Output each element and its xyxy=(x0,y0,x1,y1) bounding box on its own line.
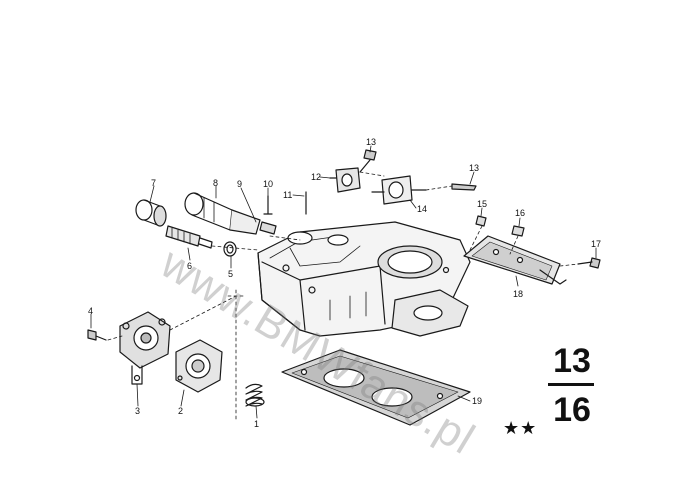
callout-2: 2 xyxy=(178,406,183,416)
group-number-top: 13 xyxy=(553,342,591,380)
callout-18: 18 xyxy=(513,289,523,299)
part-6-valve xyxy=(165,225,213,249)
part-5-ring xyxy=(223,241,237,257)
part-19-gasket xyxy=(281,349,471,426)
leader-lines xyxy=(90,145,597,419)
part-2-diaphragm xyxy=(175,339,223,393)
callout-12: 12 xyxy=(311,172,321,182)
part-12-float xyxy=(329,167,361,193)
part-8-solenoid xyxy=(184,192,261,235)
callout-13-top: 13 xyxy=(366,137,376,147)
part-10-screw xyxy=(263,195,273,215)
callout-1: 1 xyxy=(254,419,259,429)
part-13-screw-top xyxy=(359,149,377,173)
callout-labels: 1 2 3 4 5 6 7 8 9 10 11 12 13 13 14 15 1… xyxy=(88,137,601,429)
callout-16: 16 xyxy=(515,208,525,218)
assembly-lines xyxy=(107,171,579,421)
callout-10: 10 xyxy=(263,179,273,189)
callout-9: 9 xyxy=(237,179,242,189)
group-number-bottom: 16 xyxy=(553,391,591,429)
callout-5: 5 xyxy=(228,269,233,279)
part-4-screw xyxy=(87,329,107,341)
part-7-cap xyxy=(135,199,167,227)
callout-8: 8 xyxy=(213,178,218,188)
part-14-bracket xyxy=(371,175,427,205)
callout-13-right: 13 xyxy=(469,163,479,173)
part-16-nut xyxy=(511,225,525,237)
callout-7: 7 xyxy=(151,178,156,188)
part-15-washer xyxy=(475,215,487,227)
callout-15: 15 xyxy=(477,199,487,209)
callout-11: 11 xyxy=(283,190,292,200)
callout-4: 4 xyxy=(88,306,93,316)
part-13-screw-right xyxy=(451,183,477,191)
part-18-cover xyxy=(463,235,567,285)
callout-19: 19 xyxy=(472,396,482,406)
part-3-pump-cover xyxy=(119,311,171,385)
rating-stars: ★★ xyxy=(503,418,538,439)
part-17-screw xyxy=(577,257,601,269)
callout-14: 14 xyxy=(417,204,427,214)
carburetor-body xyxy=(257,221,471,337)
part-9-fitting xyxy=(259,221,277,235)
group-divider xyxy=(548,383,594,386)
callout-17: 17 xyxy=(591,239,601,249)
part-1-spring xyxy=(245,383,265,407)
callout-3: 3 xyxy=(135,406,140,416)
callout-6: 6 xyxy=(187,261,192,271)
